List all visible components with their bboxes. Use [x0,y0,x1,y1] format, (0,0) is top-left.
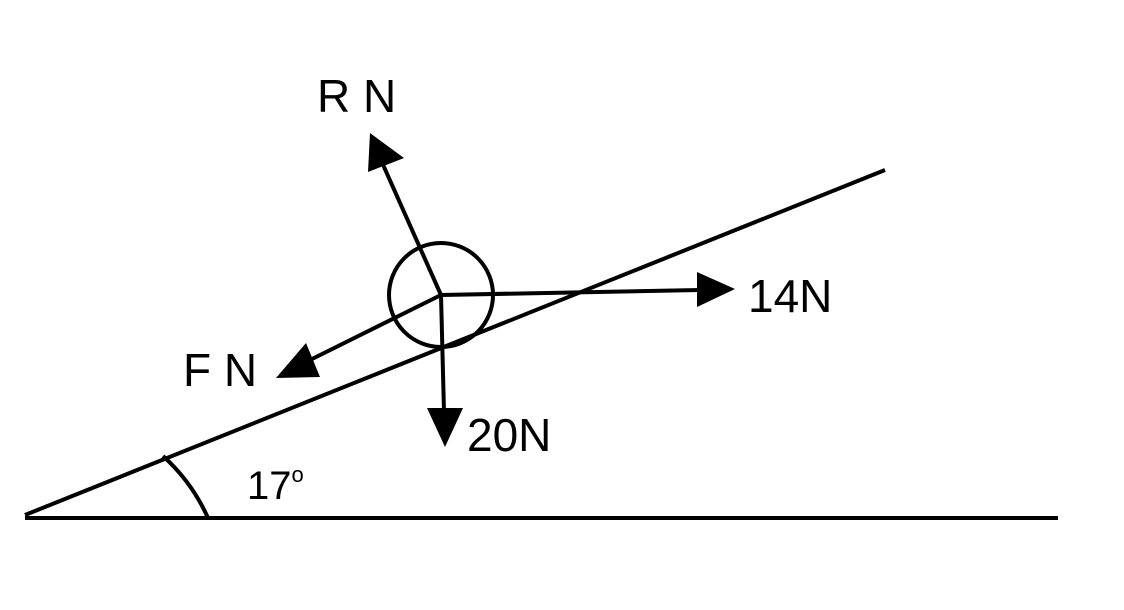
reaction-force-label: R N [317,70,397,122]
inclined-plane-line [24,168,886,517]
weight-arrow-shaft [439,294,446,413]
horizontal-force-arrowhead [697,272,735,307]
friction-force-arrowhead [276,343,320,378]
friction-force-label: F N [183,344,258,396]
angle-label: 17o [247,464,304,508]
horizontal-force-label: 14N [748,270,833,322]
reaction-force-arrow-shaft [378,157,443,296]
angle-arc [161,454,210,519]
horizontal-force-arrow-shaft [440,288,701,297]
friction-force-arrow-shaft [301,293,442,366]
weight-label: 20N [467,409,552,461]
weight-arrowhead [427,408,463,447]
reaction-force-arrowhead [368,133,404,172]
angle-value: 17 [247,464,292,508]
degree-symbol: o [291,462,304,487]
